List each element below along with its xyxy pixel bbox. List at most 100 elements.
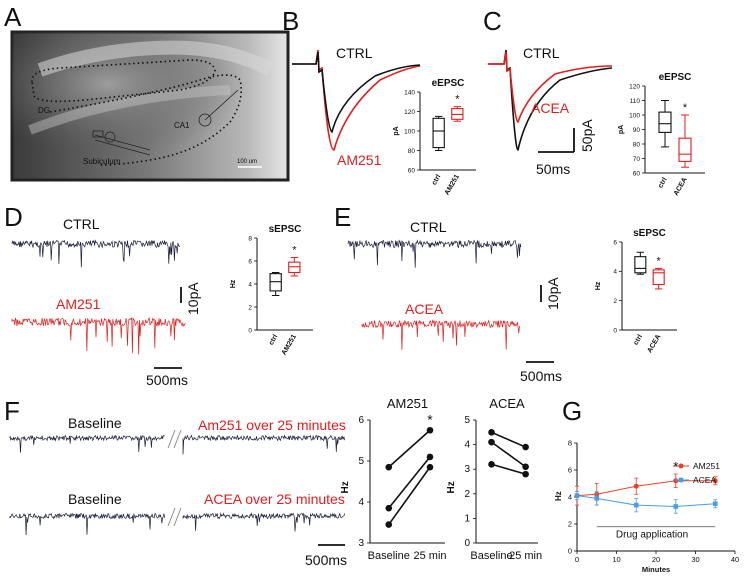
g-ylabel: Hz — [554, 491, 563, 501]
am251-over-label: Am251 over 25 minutes — [198, 417, 346, 433]
paired-acea-point — [522, 443, 529, 451]
box-b-ytick-label: 100 — [404, 128, 415, 135]
box-e-ylabel: Hz — [595, 281, 602, 290]
panel-label-d: D — [4, 202, 23, 232]
paired-acea-pair-line — [491, 441, 527, 468]
box-b-ytick-label: 80 — [408, 148, 416, 155]
panel-label-c: C — [483, 6, 502, 36]
panel-label-f: F — [4, 396, 20, 426]
paired-am251-pair-line — [388, 429, 431, 468]
paired-am251-point — [385, 521, 393, 528]
box-e-ytick-label: 4 — [613, 269, 617, 276]
box-d-title: sEPSC — [269, 224, 302, 235]
paired-am251-ylabel: Hz — [340, 481, 351, 493]
trace-e-acea — [361, 319, 520, 350]
trace-b — [292, 49, 421, 151]
paired-acea-xtick-label: 25 min — [509, 550, 542, 562]
paired-acea-point — [522, 470, 529, 478]
box-c-ytick-label: 80 — [633, 141, 641, 148]
g-ytick-label: 4 — [568, 493, 572, 502]
box-b-xtick-label: ctrl — [431, 173, 443, 186]
box-d-ytick-label: 6 — [248, 258, 252, 265]
g-point-acea — [673, 504, 679, 509]
box-c-ytick-label: 100 — [629, 112, 640, 119]
box-b-ytick-label: 60 — [408, 167, 416, 174]
box-c-ytick-label: 110 — [630, 98, 641, 105]
paired-acea-point — [488, 460, 495, 468]
box-b-title: eEPSC — [432, 78, 465, 89]
paired-am251-ytick-label: 4 — [358, 497, 364, 508]
paired-am251-pair-line — [388, 466, 431, 526]
paired-acea-point — [522, 463, 529, 471]
paired-am251-pair-line — [388, 456, 431, 509]
box-d-ytick-label: 0 — [248, 327, 252, 334]
paired-acea-ytick-label: 5 — [464, 415, 470, 426]
scale-bar-c — [538, 128, 575, 153]
paired-am251-ytick-label: 3 — [358, 538, 364, 549]
trace-drug-label-b: AM251 — [337, 152, 382, 168]
g-ytick-label: 8 — [568, 439, 572, 448]
box-b-ylabel: pA — [393, 126, 400, 135]
paired-acea-xtick-label: Baseline — [470, 550, 512, 562]
paired-acea-ytick-label: 3 — [464, 464, 470, 475]
g-xtick-label: 0 — [575, 555, 579, 564]
paired-acea-ytick-label: 0 — [464, 538, 470, 549]
scale-y-label-c: 50pA — [579, 119, 595, 152]
box-d-ytick-label: 4 — [248, 281, 252, 288]
panel-label-b: B — [282, 6, 299, 36]
paired-am251-xtick-label: 25 min — [413, 550, 446, 562]
g-ytick-label: 0 — [568, 547, 572, 556]
trace-f-acea — [182, 512, 346, 532]
paired-acea-ytick-label: 2 — [464, 489, 470, 500]
box-b-significance-star: * — [455, 94, 460, 106]
paired-acea-ylabel: Hz — [446, 481, 457, 493]
paired-acea-title: ACEA — [489, 396, 525, 411]
box-d-ylabel: Hz — [230, 279, 237, 288]
paired-acea-ytick-label: 1 — [464, 513, 470, 524]
scale-bar-e — [526, 285, 554, 363]
paired-acea-ytick-label: 4 — [464, 440, 470, 451]
trace-drug-label-c: ACEA — [531, 100, 570, 116]
microscope-image: DG CA1 Subiculum 100 um — [10, 30, 290, 182]
g-ytick-label: 2 — [568, 520, 572, 529]
box-b-xtick-label: AM251 — [444, 173, 461, 196]
box-e-title: sEPSC — [633, 228, 666, 239]
box-c-significance-star: * — [683, 102, 688, 114]
paired-am251-significance-star: * — [427, 411, 433, 427]
paired-am251-xtick-label: Baseline — [368, 550, 410, 562]
g-legend-label-1: ACEA — [693, 475, 716, 485]
trace-f-baseline-2 — [9, 512, 166, 536]
paired-am251-ytick-label: 6 — [358, 415, 364, 426]
box-c-ytick-label: 90 — [633, 127, 641, 134]
box-d-xtick-label: ctrl — [268, 333, 280, 346]
box-d-xtick-label: AM251 — [281, 333, 298, 356]
box-e-xtick-label: ctrl — [633, 333, 645, 346]
paired-acea-pair-line — [491, 431, 526, 448]
box-d-box — [269, 273, 282, 292]
acea-over-label: ACEA over 25 minutes — [204, 491, 345, 507]
g-xtick-label: 10 — [612, 555, 620, 564]
trace-ctrl-label-d: CTRL — [63, 216, 100, 232]
box-d-ytick-label: 8 — [248, 235, 252, 242]
break-marks-f — [167, 429, 182, 527]
box-b-box — [432, 117, 445, 149]
label-subiculum: Subiculum — [83, 157, 121, 166]
g-xtick-label: 40 — [731, 555, 739, 564]
scale-y-label-e: 10pA — [545, 277, 561, 310]
box-e-significance-star: * — [657, 255, 662, 267]
box-e-box — [652, 269, 665, 286]
label-scalebar: 100 um — [237, 159, 257, 165]
g-point-acea — [633, 502, 639, 508]
baseline-label-1: Baseline — [68, 415, 122, 431]
box-c-box — [658, 111, 672, 133]
g-legend-label-0: AM251 — [693, 461, 720, 471]
trace-d-ctrl — [11, 239, 181, 268]
paired-acea-pair-line — [491, 463, 526, 475]
trace-f-am251 — [182, 434, 346, 455]
box-b-ytick-label: 140 — [404, 89, 415, 96]
scale-x-label-f: 500ms — [305, 552, 347, 568]
trace-e-ctrl — [347, 239, 522, 268]
g-legend-marker-acea — [678, 477, 684, 483]
